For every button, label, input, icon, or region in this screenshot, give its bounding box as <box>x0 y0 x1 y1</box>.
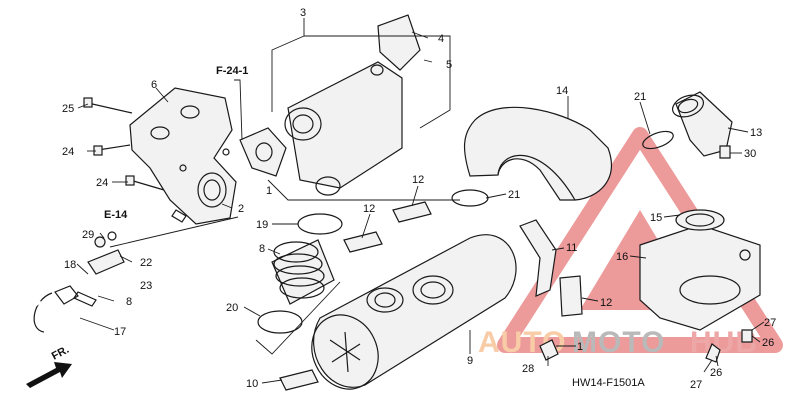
part-number-21: 21 <box>634 91 646 103</box>
part-number-13: 13 <box>750 127 762 139</box>
part-number-28: 28 <box>522 363 534 375</box>
intake-duct <box>464 106 612 201</box>
part-number-17: 17 <box>114 326 126 338</box>
diagram-code: HW14-F1501A <box>572 377 645 389</box>
part-number-1: 1 <box>577 341 583 353</box>
part-number-19: 19 <box>256 219 268 231</box>
part-number-20: 20 <box>226 302 238 314</box>
small-fasteners <box>539 145 753 363</box>
part-number-4: 4 <box>438 33 444 45</box>
part-number-8: 8 <box>259 243 265 255</box>
part-number-24: 24 <box>62 146 74 158</box>
bracket-11 <box>519 219 557 297</box>
pads <box>279 201 583 391</box>
part-number-21: 21 <box>508 189 520 201</box>
part-number-27: 27 <box>764 317 776 329</box>
part-number-11: 11 <box>566 242 577 254</box>
catalytic-converter <box>239 14 421 196</box>
part-number-16: 16 <box>616 251 628 263</box>
part-number-18: 18 <box>64 259 76 271</box>
part-number-15: 15 <box>650 212 662 224</box>
reference-label-e14: E-14 <box>104 209 128 221</box>
part-number-24: 24 <box>96 177 108 189</box>
front-label: FR. <box>50 344 71 363</box>
front-arrow: FR. <box>26 344 72 388</box>
water-hose <box>19 231 125 344</box>
airbox <box>639 209 761 331</box>
part-number-2: 2 <box>238 203 244 215</box>
part-number-12: 12 <box>600 297 612 309</box>
part-number-8: 8 <box>126 296 132 308</box>
part-number-27: 27 <box>690 379 702 391</box>
part-number-26: 26 <box>710 367 722 379</box>
part-number-12: 12 <box>412 174 424 186</box>
part-number-labels: 1 1 2 3 4 5 6 8 8 9 10 11 12 12 12 13 14… <box>62 7 776 391</box>
part-number-5: 5 <box>446 59 452 71</box>
part-number-3: 3 <box>300 7 306 19</box>
part-number-9: 9 <box>467 355 473 367</box>
flex-joint <box>271 239 335 305</box>
leader-lines <box>76 18 765 384</box>
part-number-29: 29 <box>82 229 94 241</box>
reference-label-f24: F-24-1 <box>216 65 248 77</box>
manifold-bolts <box>83 97 165 191</box>
part-number-23: 23 <box>140 280 152 292</box>
exhaust-manifold <box>129 87 237 225</box>
part-number-12: 12 <box>363 203 375 215</box>
muffler <box>311 234 517 390</box>
watermark-text-b: MOTO <box>572 326 665 359</box>
clamp-19 <box>297 213 343 235</box>
part-number-1: 1 <box>266 185 272 197</box>
part-number-10: 10 <box>246 378 258 390</box>
part-number-26: 26 <box>762 337 774 349</box>
part-number-25: 25 <box>62 103 74 115</box>
part-number-14: 14 <box>556 85 568 97</box>
part-number-30: 30 <box>744 148 756 160</box>
part-number-22: 22 <box>140 257 152 269</box>
part-number-6: 6 <box>151 79 157 91</box>
